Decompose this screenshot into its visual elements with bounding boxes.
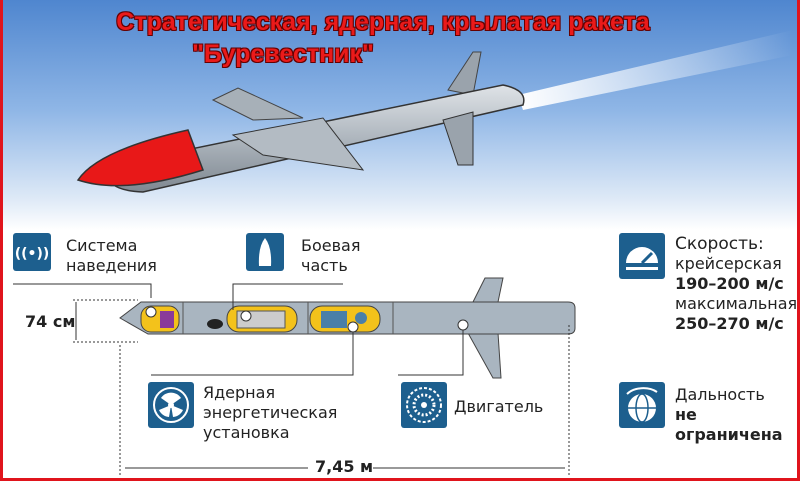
missile-side-view xyxy=(13,277,576,379)
speed-info: Скорость: крейсерская 190–200 м/с максим… xyxy=(675,234,797,334)
length-label: 7,45 м xyxy=(315,457,374,476)
fin-top xyxy=(472,277,504,303)
max-speed-value: 250–270 м/с xyxy=(675,314,784,333)
speed-heading: Скорость: xyxy=(675,234,764,254)
svg-text:((•)): ((•)) xyxy=(15,246,50,262)
radio-signal-icon: ((•)) xyxy=(13,233,51,271)
range-info: Дальность не ограничена xyxy=(675,385,797,445)
wing-upper xyxy=(211,87,304,121)
title-line-1: Стратегическая, ядерная, крылатая ракета xyxy=(116,8,650,36)
exhaust-trail xyxy=(518,30,793,110)
dimension-lines xyxy=(73,299,570,475)
cruise-speed-label: крейсерская xyxy=(675,254,782,273)
tail-fin-top xyxy=(447,51,482,96)
tail-fin-bottom xyxy=(442,111,474,166)
engine-label: Двигатель xyxy=(454,397,544,416)
turbine-icon xyxy=(401,382,447,428)
cruise-speed-value: 190–200 м/с xyxy=(675,274,784,293)
warhead-icon xyxy=(246,233,284,271)
title-line-2: "Буревестник" xyxy=(192,40,374,68)
fin-bottom xyxy=(467,332,502,379)
guidance-block xyxy=(160,311,174,328)
radiation-icon xyxy=(148,382,194,428)
globe-icon xyxy=(619,382,665,428)
diameter-label: 74 см xyxy=(25,312,76,331)
max-speed-label: максимальная xyxy=(675,294,798,313)
flying-missile xyxy=(76,30,793,193)
missile-illustrations xyxy=(13,30,793,475)
missile-nose xyxy=(76,129,204,187)
speedometer-icon xyxy=(619,233,665,279)
range-value: не ограничена xyxy=(675,405,783,444)
range-label: Дальность xyxy=(675,385,765,404)
wing-lower xyxy=(231,117,365,171)
